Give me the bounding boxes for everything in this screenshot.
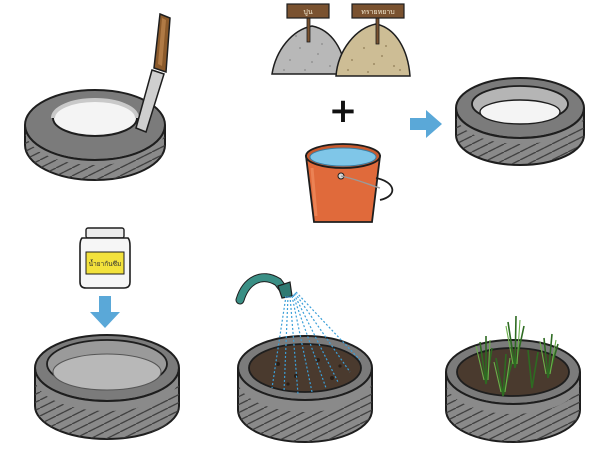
watering-hose-icon	[235, 273, 293, 305]
sand-sign-label: ทรายหยาบ	[361, 8, 395, 16]
jar-label: น้ำยากันซึม	[89, 259, 122, 268]
tire-step-1	[24, 89, 166, 181]
cement-pile-icon	[271, 25, 347, 75]
cement-sign-label: ปูน	[303, 8, 312, 16]
sand-sign: ทรายหยาบ	[351, 3, 405, 45]
plus-symbol: +	[329, 91, 358, 131]
cement-sign: ปูน	[286, 3, 330, 43]
arrow-right-icon	[410, 110, 442, 138]
arrow-down-icon	[90, 296, 120, 328]
seedling-icon	[479, 315, 559, 397]
sand-pile-icon	[335, 23, 411, 77]
waterproofing-jar-icon: น้ำยากันซึม	[79, 227, 131, 289]
water-bucket-icon	[304, 143, 394, 223]
water-spray	[271, 291, 361, 395]
scraper-icon	[135, 12, 171, 133]
tire-step-4	[237, 335, 373, 443]
tire-step-5	[445, 339, 581, 443]
tire-step-3	[34, 334, 180, 440]
seedling-leaves	[475, 319, 557, 393]
tire-step-2	[455, 77, 585, 166]
